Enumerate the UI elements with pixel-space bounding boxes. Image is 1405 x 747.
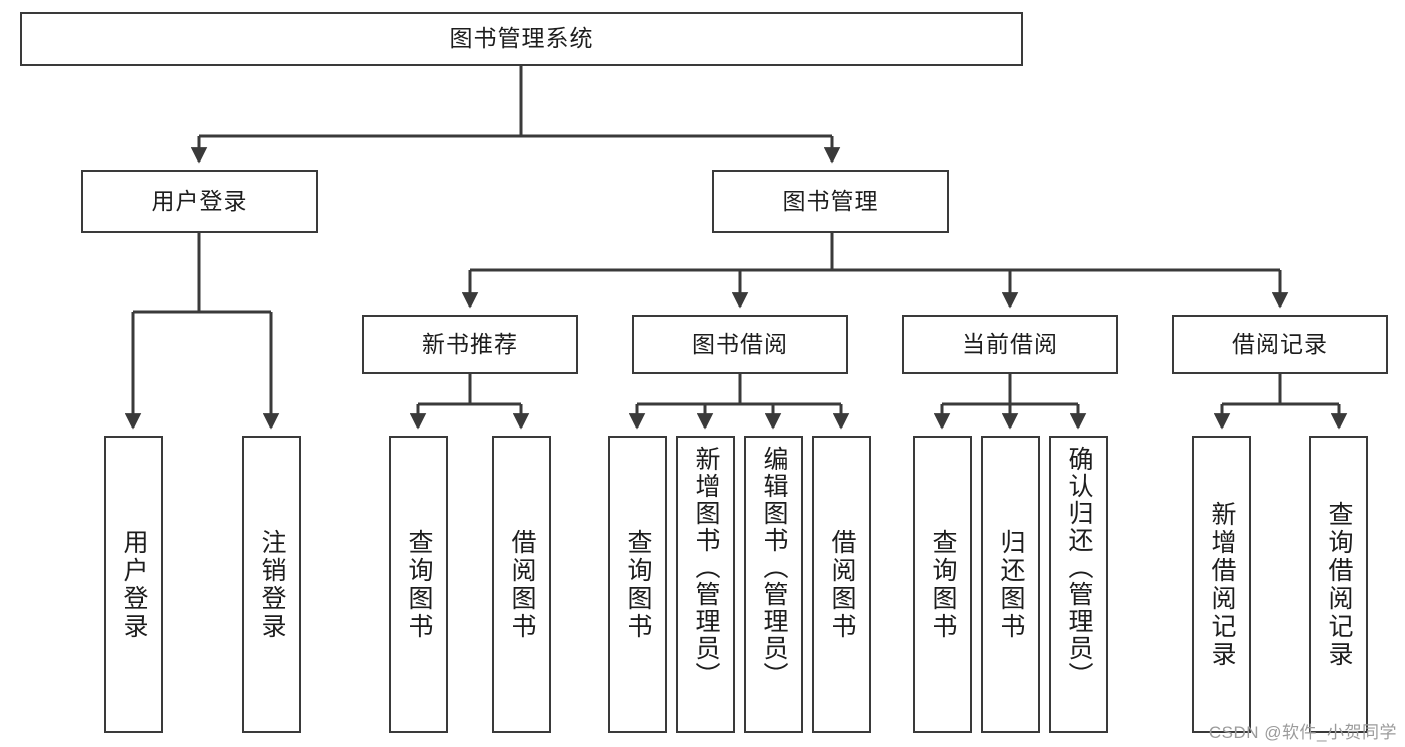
leaf-user-login[interactable]: 用户登录 bbox=[104, 436, 163, 733]
leaf-current-confirm-return-admin[interactable]: 确认归还（管理员） bbox=[1049, 436, 1108, 733]
node-root-system[interactable]: 图书管理系统 bbox=[20, 12, 1023, 66]
node-label: 图书管理 bbox=[782, 187, 879, 214]
leaf-record-query-record[interactable]: 查询借阅记录 bbox=[1309, 436, 1368, 733]
node-label: 图书借阅 bbox=[692, 330, 788, 357]
leaf-current-query-book[interactable]: 查询图书 bbox=[913, 436, 972, 733]
node-label: 确认归还（管理员） bbox=[1065, 446, 1093, 689]
leaf-record-add-record[interactable]: 新增借阅记录 bbox=[1192, 436, 1251, 733]
leaf-recommend-borrow-book[interactable]: 借阅图书 bbox=[492, 436, 551, 733]
node-label: 用户登录 bbox=[151, 187, 248, 214]
leaf-borrow-query-book[interactable]: 查询图书 bbox=[608, 436, 667, 733]
node-label: 借阅图书 bbox=[508, 528, 536, 641]
node-label: 当前借阅 bbox=[962, 330, 1058, 357]
node-label: 借阅图书 bbox=[828, 528, 856, 641]
node-new-book-recommend[interactable]: 新书推荐 bbox=[362, 315, 578, 374]
leaf-borrow-edit-book-admin[interactable]: 编辑图书（管理员） bbox=[744, 436, 803, 733]
node-label: 查询图书 bbox=[405, 528, 433, 641]
node-label: 新增借阅记录 bbox=[1208, 500, 1236, 669]
node-label: 查询图书 bbox=[624, 528, 652, 641]
node-current-borrow[interactable]: 当前借阅 bbox=[902, 315, 1118, 374]
leaf-borrow-borrow-book[interactable]: 借阅图书 bbox=[812, 436, 871, 733]
node-label: 查询图书 bbox=[929, 528, 957, 641]
node-borrow-record[interactable]: 借阅记录 bbox=[1172, 315, 1388, 374]
node-label: 新书推荐 bbox=[422, 330, 518, 357]
node-book-management[interactable]: 图书管理 bbox=[712, 170, 949, 233]
leaf-recommend-query-book[interactable]: 查询图书 bbox=[389, 436, 448, 733]
node-book-borrow[interactable]: 图书借阅 bbox=[632, 315, 848, 374]
node-label: 用户登录 bbox=[120, 528, 148, 641]
watermark: CSDN @软件_小贺同学 bbox=[1208, 723, 1397, 742]
leaf-borrow-add-book-admin[interactable]: 新增图书（管理员） bbox=[676, 436, 735, 733]
node-label: 借阅记录 bbox=[1232, 330, 1328, 357]
node-label: 新增图书（管理员） bbox=[692, 446, 720, 689]
node-label: 注销登录 bbox=[258, 528, 286, 641]
node-user-login[interactable]: 用户登录 bbox=[81, 170, 318, 233]
node-label: 归还图书 bbox=[997, 528, 1025, 641]
node-label: 查询借阅记录 bbox=[1325, 500, 1353, 669]
leaf-current-return-book[interactable]: 归还图书 bbox=[981, 436, 1040, 733]
node-label: 编辑图书（管理员） bbox=[760, 446, 788, 689]
leaf-user-logout[interactable]: 注销登录 bbox=[242, 436, 301, 733]
node-label: 图书管理系统 bbox=[449, 25, 594, 52]
